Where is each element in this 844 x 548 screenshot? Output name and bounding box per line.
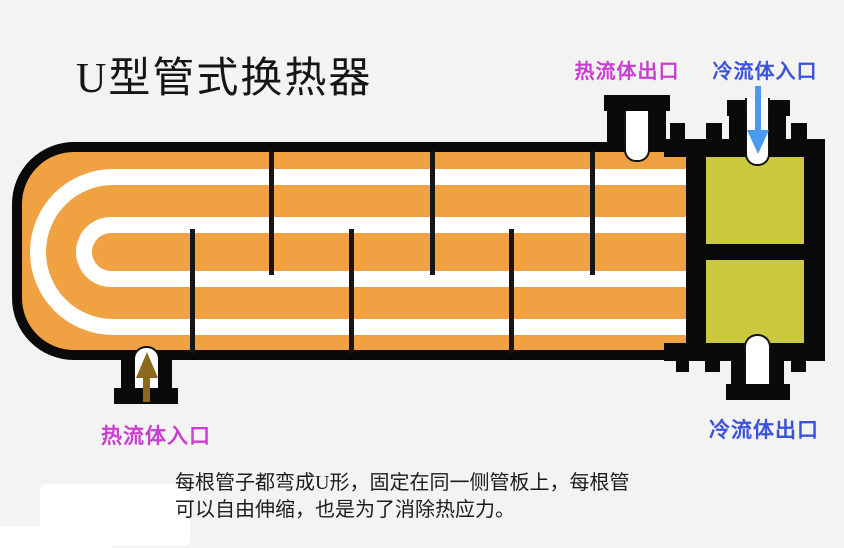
- baffle-top-2: [430, 151, 435, 275]
- cold-outlet-nozzle-post-right: [770, 354, 784, 388]
- baffle-bottom-3: [509, 229, 514, 353]
- baffle-bottom-2: [349, 229, 354, 353]
- diagram-title: U型管式换热器: [76, 56, 373, 102]
- cold-outlet-nozzle-neck: [744, 334, 771, 386]
- baffle-top-3: [590, 151, 595, 275]
- chamber-divider: [700, 244, 806, 260]
- header-end-wall: [804, 139, 825, 361]
- hot-inlet-nozzle-post-right: [158, 352, 172, 390]
- caption-line-2: 可以自由伸缩，也是为了消除热应力。: [175, 499, 515, 521]
- flange-bolt: [791, 123, 807, 141]
- u-tube-inner: [76, 217, 687, 287]
- label-cold-outlet: 冷流体出口: [709, 418, 819, 442]
- cold-outlet-nozzle-post-left: [731, 354, 745, 388]
- baffle-top-1: [269, 151, 274, 275]
- label-hot-outlet: 热流体出口: [574, 61, 680, 83]
- flange-bolt: [670, 123, 685, 141]
- hot-outlet-nozzle-post-left: [607, 106, 624, 152]
- cold-outlet-nozzle-flange: [726, 384, 790, 400]
- flange-bolt: [706, 123, 722, 141]
- hot-outlet-nozzle-post-right: [649, 106, 666, 152]
- hot-inlet-nozzle-post-left: [121, 352, 135, 390]
- baffle-bottom-1: [190, 229, 195, 353]
- background-patch: [0, 526, 112, 548]
- header-chamber-bottom: [706, 258, 806, 344]
- flange-bolt: [705, 358, 720, 372]
- cold-inlet-nozzle-post-left: [729, 112, 746, 157]
- label-cold-inlet: 冷流体入口: [712, 61, 818, 83]
- hot-outlet-nozzle-neck: [624, 106, 650, 162]
- flange-bolt: [676, 358, 689, 372]
- tube-sheet: [686, 142, 708, 360]
- cold-inlet-nozzle-post-right: [769, 112, 786, 157]
- header-chamber-top: [706, 156, 806, 245]
- caption-line-1: 每根管子都弯成U形，固定在同一侧管板上，每根管: [175, 472, 630, 494]
- flange-bolt: [791, 358, 806, 372]
- hot-outlet-nozzle-flange: [604, 95, 670, 111]
- label-hot-inlet: 热流体入口: [101, 424, 211, 448]
- caption: 每根管子都弯成U形，固定在同一侧管板上，每根管 可以自由伸缩，也是为了消除热应力…: [175, 470, 715, 524]
